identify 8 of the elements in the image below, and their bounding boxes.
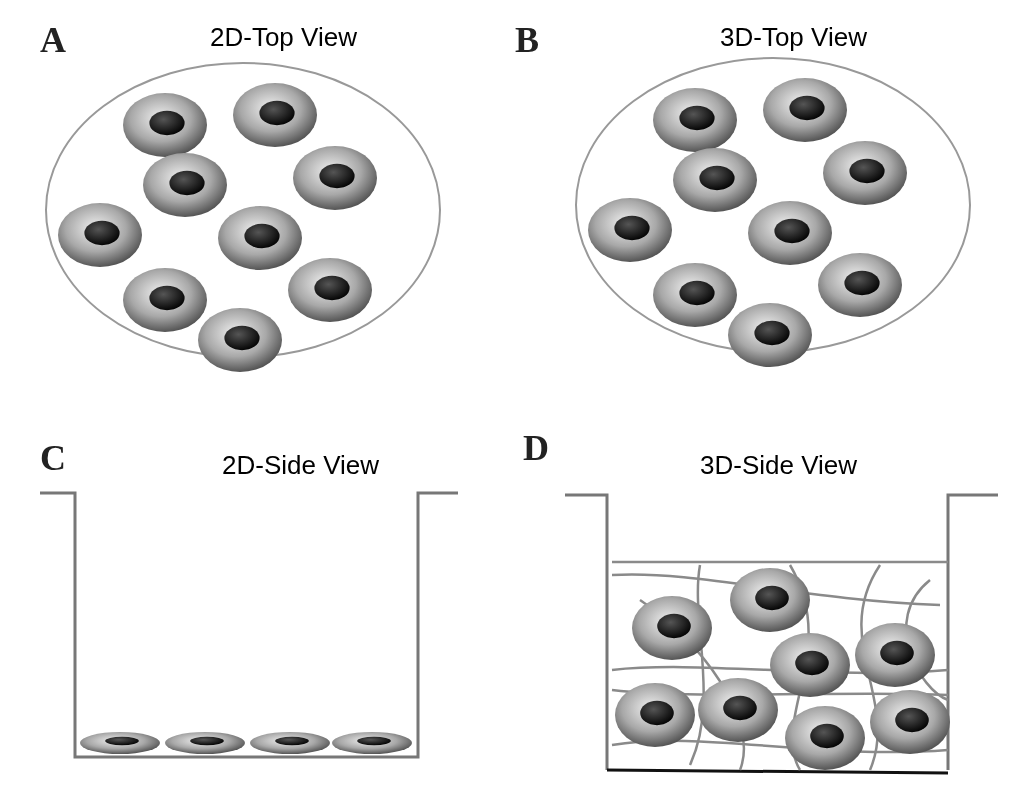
panel-title: 2D-Side View [222,452,380,478]
panel-letter: B [515,22,539,58]
panel-letter: D [523,430,549,466]
panel-letter: C [40,440,66,476]
panel-title: 3D-Side View [700,452,858,478]
panel-letter: A [40,22,66,58]
panel-title: 2D-Top View [210,24,357,50]
panel-title: 3D-Top View [720,24,867,50]
